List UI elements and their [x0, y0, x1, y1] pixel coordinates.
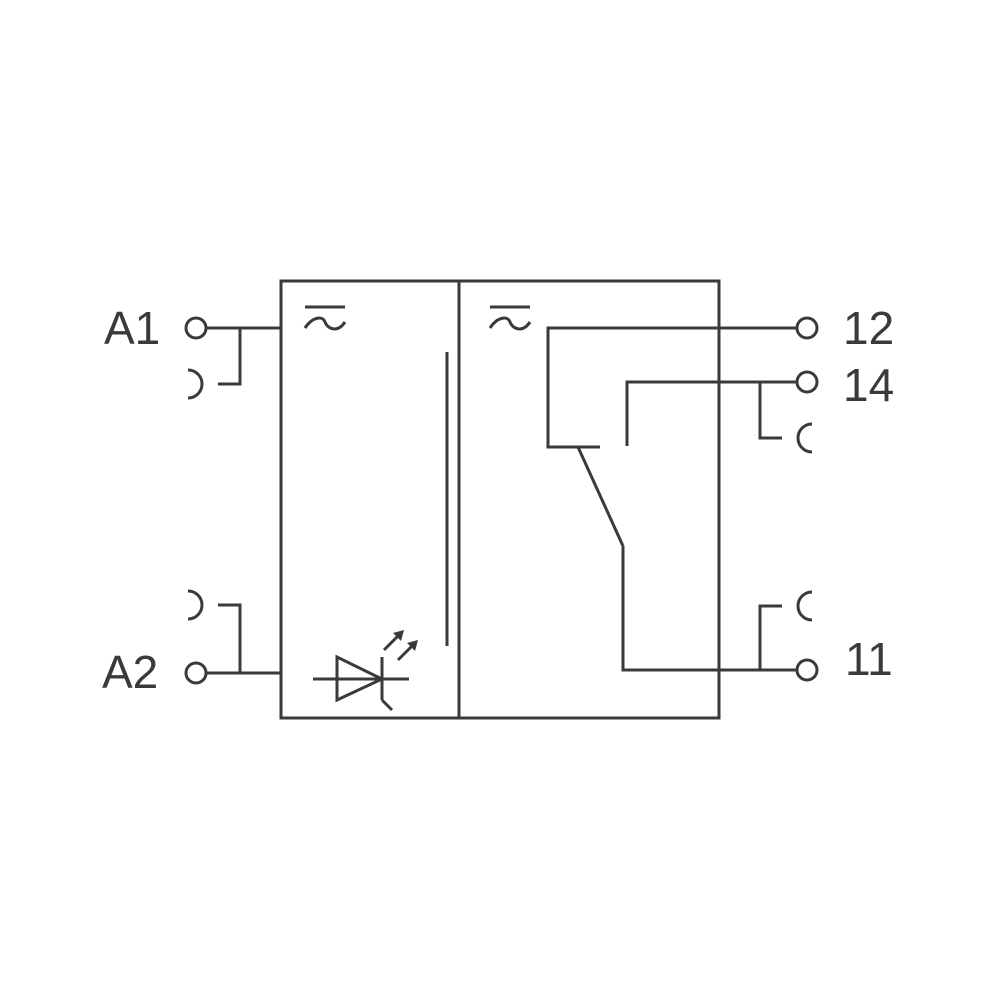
module-housing [279, 279, 721, 720]
terminal-a2[interactable] [184, 661, 208, 685]
led-diode-icon [313, 630, 418, 712]
tilde-overline-icon [488, 305, 532, 331]
terminal-label-12: 12 [843, 302, 894, 354]
contact-wire-14 [625, 380, 797, 446]
terminal-label-14: 14 [843, 359, 894, 411]
terminal-11[interactable] [795, 658, 819, 682]
bridge-socket-a2 [187, 589, 204, 621]
terminal-12[interactable] [795, 316, 819, 340]
terminal-14[interactable] [795, 370, 819, 394]
wire-11-bridge [758, 604, 782, 670]
terminal-label-a1: A1 [104, 302, 160, 354]
bridge-socket-11 [796, 590, 813, 622]
bridge-socket-14 [796, 422, 813, 454]
contact-wire-12 [546, 326, 797, 449]
terminal-label-11: 11 [845, 633, 893, 685]
wire-14-bridge [758, 382, 782, 440]
bridge-socket-a1 [187, 368, 204, 400]
wire-a1-bridge [218, 328, 242, 386]
terminal-a1[interactable] [184, 316, 208, 340]
contact-wire-11 [621, 546, 797, 672]
wire-a2-bridge [218, 603, 242, 673]
tilde-overline-icon [303, 305, 347, 331]
terminal-label-a2: A2 [102, 646, 158, 698]
switch-blade [576, 446, 625, 547]
